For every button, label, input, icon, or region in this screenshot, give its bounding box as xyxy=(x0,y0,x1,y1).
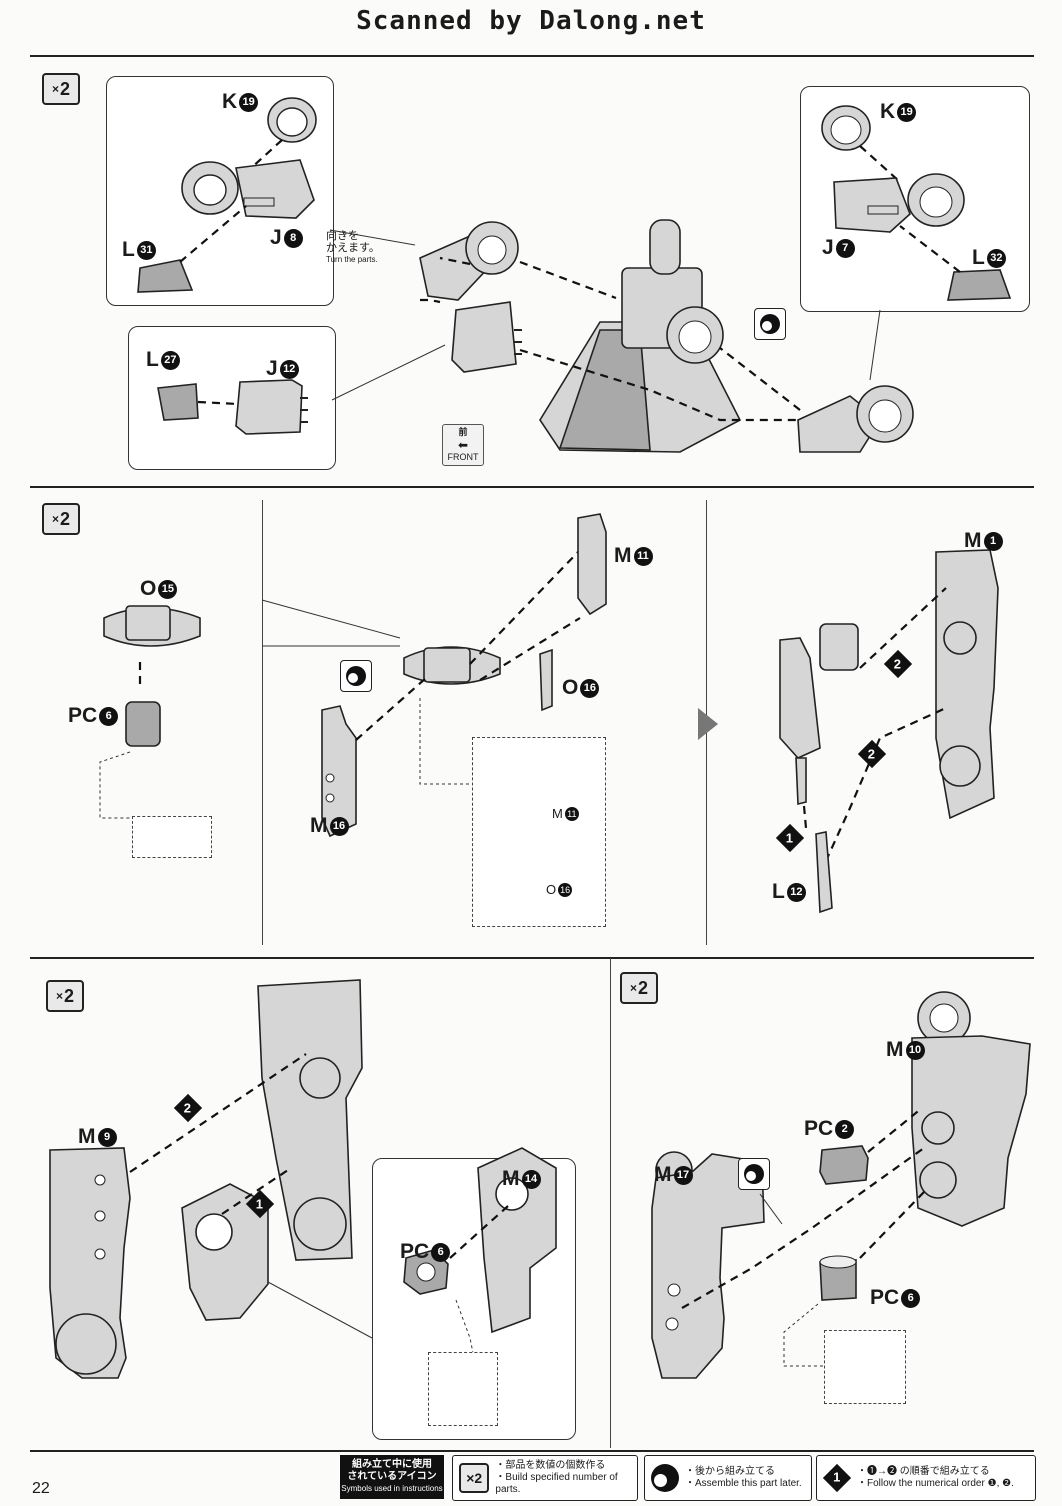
joint-part-o15 xyxy=(103,605,201,647)
legend-assemble-later: ・後から組み立てる・Assemble this part later. xyxy=(644,1455,812,1501)
page-number: 22 xyxy=(32,1480,50,1497)
multiplier-icon: ×2 xyxy=(459,1463,490,1493)
next-step-arrow xyxy=(698,708,718,740)
detail-assembly-view xyxy=(472,737,606,927)
panel-split xyxy=(610,958,611,1448)
front-direction-icon: 前 ⬅ FRONT xyxy=(442,424,484,466)
polycap-pc6 xyxy=(125,701,161,747)
assemble-later-icon xyxy=(738,1158,770,1190)
footer-divider xyxy=(30,1450,1034,1452)
symbols-title: 組み立て中に使用 されているアイコン Symbols used in instr… xyxy=(340,1455,444,1499)
order-icon: 1 xyxy=(822,1463,852,1493)
multiplier-badge: ×2 xyxy=(620,972,658,1004)
armor-part-j12-mounted xyxy=(451,301,517,373)
rod-part-o16 xyxy=(539,648,553,712)
elbow-part xyxy=(181,1183,269,1321)
polycap-pc2 xyxy=(819,1145,869,1185)
joint-part-j8 xyxy=(181,159,315,219)
sub-divider xyxy=(262,500,263,945)
rod-part-l12 xyxy=(815,831,833,914)
panel-divider xyxy=(30,486,1034,488)
shoulder-base-assembly xyxy=(539,219,742,453)
multiplier-badge: ×2 xyxy=(46,980,84,1012)
joint-part-j7-mounted xyxy=(797,385,914,453)
armor-part-l27 xyxy=(157,383,199,421)
detail-slot-view xyxy=(132,816,212,858)
polycap-pc6 xyxy=(819,1255,857,1301)
armor-part-j12 xyxy=(235,379,303,435)
frame-part-m17 xyxy=(651,1151,765,1379)
panel-divider xyxy=(30,957,1034,959)
legend-build-count: ×2 ・部品を数値の個数作る・Build specified number of… xyxy=(452,1455,638,1501)
assemble-later-icon xyxy=(651,1464,679,1492)
frame-part-upper xyxy=(257,979,363,1261)
frame-part-m11 xyxy=(577,513,607,616)
panel3-illustration xyxy=(49,979,557,1379)
assemble-later-icon xyxy=(754,308,786,340)
scan-credit: Scanned by Dalong.net xyxy=(356,6,706,36)
ring-part-k19-left xyxy=(267,97,317,143)
frame-part-m9 xyxy=(49,1147,131,1379)
panel1-illustration xyxy=(137,97,1012,453)
frame-part-m11-assembled xyxy=(779,623,859,806)
frame-part-m14 xyxy=(477,1147,557,1334)
panel4-illustration xyxy=(651,991,1031,1379)
armor-part-l32 xyxy=(947,269,1012,301)
turn-parts-note: 向きを かえます。 Turn the parts. xyxy=(326,230,380,264)
frame-part-m1 xyxy=(935,549,999,820)
multiplier-badge: ×2 xyxy=(42,503,80,535)
frame-part-m10 xyxy=(911,991,1031,1227)
multiplier-badge: ×2 xyxy=(42,73,80,105)
armor-part-l31 xyxy=(137,259,194,293)
panel2-illustration xyxy=(99,513,999,914)
ring-part-k19-right xyxy=(821,105,871,151)
frame-part-m16 xyxy=(321,705,357,838)
joint-part-j8-mounted xyxy=(419,221,519,301)
legend-numerical-order: 1 ・❶→❷ の順番で組み立てる・Follow the numerical or… xyxy=(816,1455,1036,1501)
assemble-later-icon xyxy=(340,660,372,692)
joint-part-j7 xyxy=(833,173,965,233)
detail-slot-view xyxy=(428,1352,498,1426)
joint-part-o15-center xyxy=(403,646,501,685)
detail-slot-view xyxy=(824,1330,906,1404)
top-divider xyxy=(30,55,1034,57)
